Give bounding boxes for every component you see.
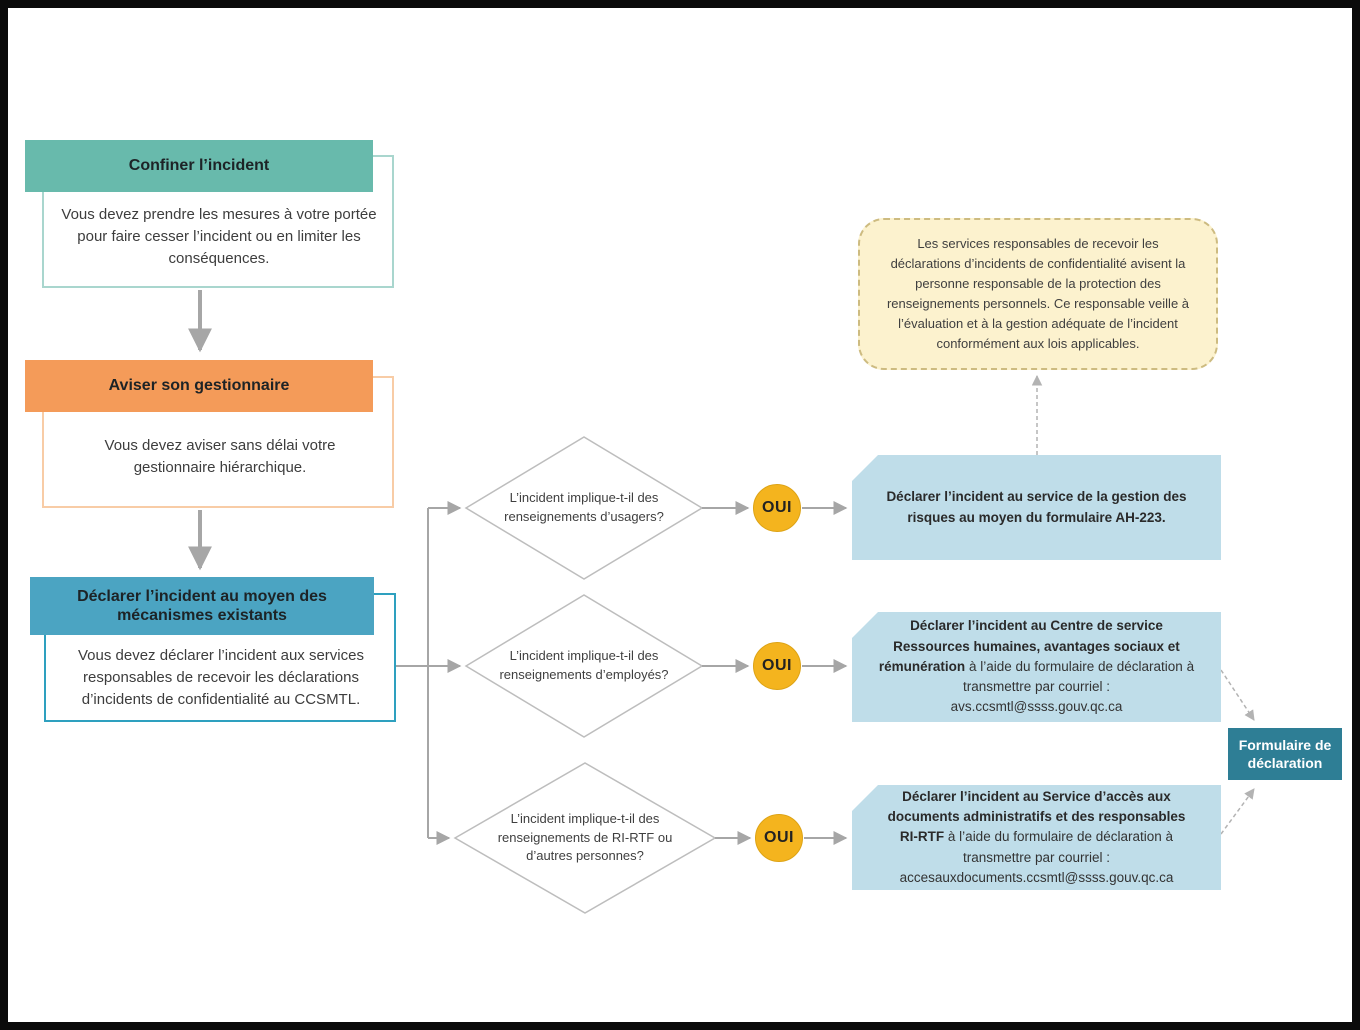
responsibility-note: Les services responsables de recevoir le… [858,218,1218,370]
oui-badge-1: OUI [753,484,801,532]
step3-body: Vous devez déclarer l’incident aux servi… [78,647,364,708]
outcome3-box: Déclarer l’incident au Service d’accès a… [852,785,1221,890]
step3-title: Déclarer l’incident au moyen des mécanis… [77,587,327,624]
step1-title: Confiner l’incident [128,157,270,175]
outcome3-text: Déclarer l’incident au Service d’accès a… [878,787,1195,888]
step2-title: Aviser son gestionnaire [108,377,290,395]
outcome2-box: Déclarer l’incident au Centre de service… [852,612,1221,722]
outcome3-bold-text: Déclarer l’incident au Service d’accès a… [887,788,1186,845]
outcome1-bold-text: Déclarer l’incident au service de la ges… [886,489,1187,525]
outcome3-regular-text: à l’aide du formulaire de déclaration à … [899,829,1174,885]
outcome1-text: Déclarer l’incident au service de la ges… [878,487,1195,528]
outcome2-bold-text: Déclarer l’incident au Centre de service… [878,618,1180,674]
oui-badge-3: OUI [755,814,803,862]
dashed-arrow-outcome2-to-form [1220,669,1255,721]
step2-body: Vous devez aviser sans délai votre gesti… [104,437,336,476]
decision2-question: L’incident implique-t-il des renseigneme… [499,648,669,682]
outcome1-box: Déclarer l’incident au service de la ges… [852,455,1221,560]
decision3-question: L’incident implique-t-il des renseigneme… [497,810,673,864]
outcome2-text: Déclarer l’incident au Centre de service… [878,616,1195,717]
outcome2-regular-text: à l’aide du formulaire de déclaration à … [950,658,1195,715]
step2-header: Aviser son gestionnaire [25,360,373,412]
oui-badge-2: OUI [753,642,801,690]
dashed-arrow-outcome3-to-form [1220,788,1255,835]
form-declaration-link[interactable]: Formulaire de déclaration [1228,728,1342,780]
step1-body: Vous devez prendre les mesures à votre p… [61,206,377,267]
step3-header: Déclarer l’incident au moyen des mécanis… [30,577,374,635]
decision1-question: L’incident implique-t-il des renseigneme… [504,490,664,524]
step1-header: Confiner l’incident [25,140,373,192]
